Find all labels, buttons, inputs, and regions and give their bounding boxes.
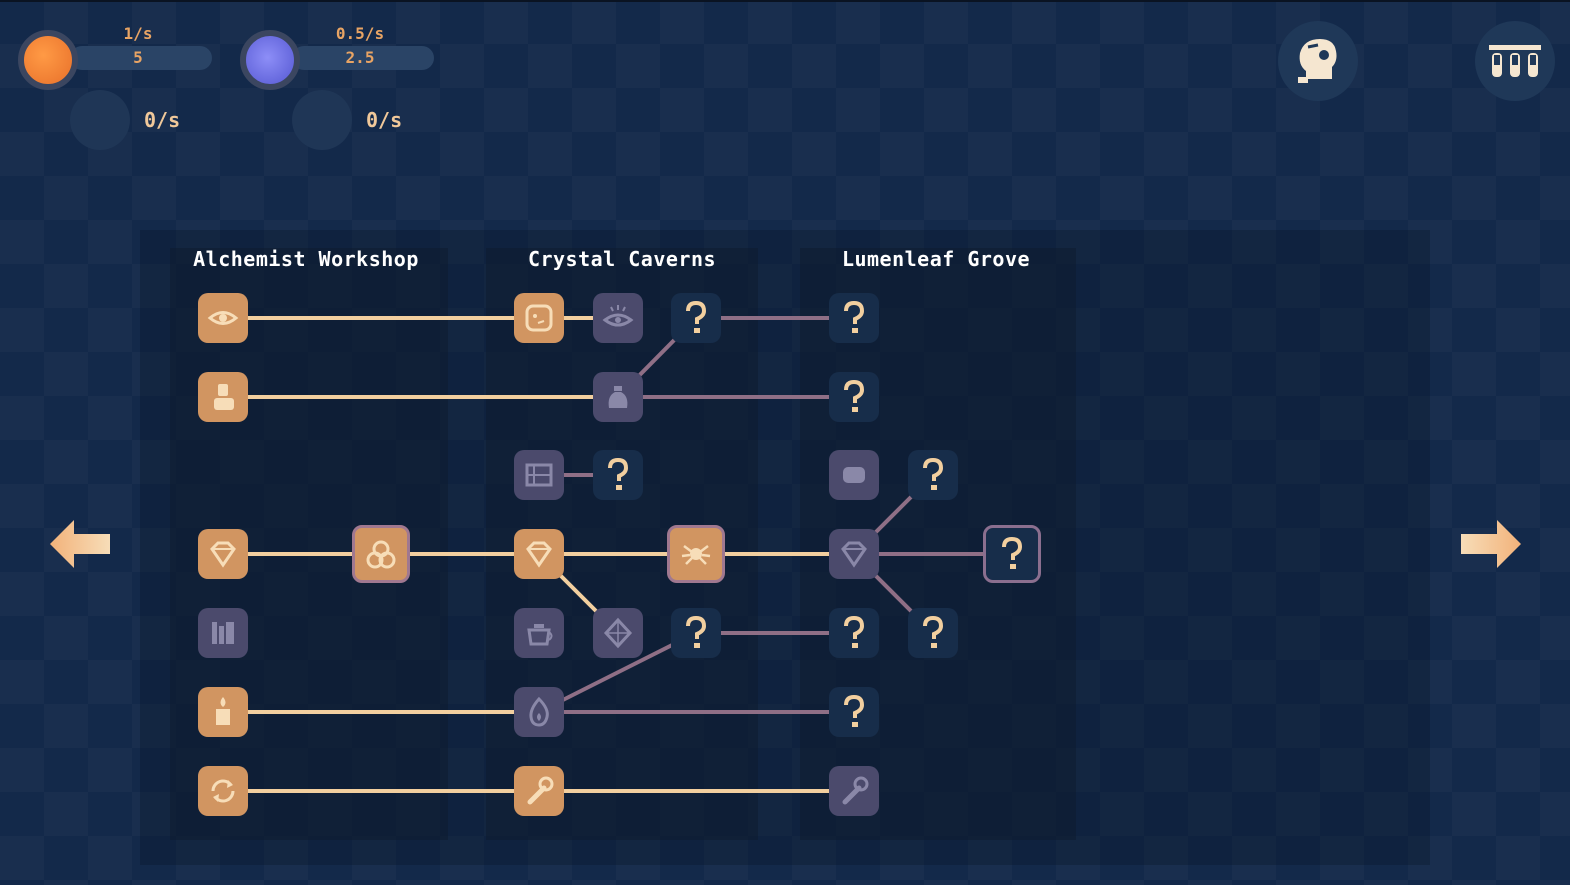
purple-orb-icon [240, 30, 300, 90]
alchemist-button[interactable] [1278, 21, 1358, 101]
arrow-left-icon [50, 520, 110, 568]
node-eye[interactable] [198, 293, 248, 343]
node-face[interactable] [514, 293, 564, 343]
node-ore[interactable] [352, 525, 410, 583]
node-mortar[interactable] [198, 372, 248, 422]
column-title-caverns: Crystal Caverns [527, 247, 717, 271]
empty-resource-rate: 0/s [144, 108, 181, 132]
wrench-icon [842, 776, 869, 805]
test-tubes-button[interactable] [1475, 21, 1555, 101]
column-title-workshop: Alchemist Workshop [193, 247, 419, 271]
node-rune[interactable] [593, 608, 643, 658]
question-mark-icon [844, 300, 865, 333]
resource-rate: 0.5/s [335, 24, 385, 43]
resource-bar [70, 46, 212, 70]
node-unknown[interactable] [983, 525, 1041, 583]
prev-page-button[interactable] [50, 520, 112, 568]
node-unknown[interactable] [908, 608, 958, 658]
question-mark-icon [923, 615, 944, 648]
test-tubes-icon [1489, 45, 1541, 77]
question-mark-icon [844, 379, 865, 412]
node-unknown[interactable] [908, 450, 958, 500]
resource-bar [292, 46, 434, 70]
gem-icon [841, 541, 867, 568]
node-flame[interactable] [514, 687, 564, 737]
eye-icon [207, 311, 239, 325]
resource-amount: 2.5 [345, 48, 375, 67]
node-kettle[interactable] [514, 608, 564, 658]
node-all-seeing-eye[interactable] [593, 293, 643, 343]
node-spider[interactable] [667, 525, 725, 583]
node-gem[interactable] [198, 529, 248, 579]
question-mark-icon [923, 457, 944, 490]
empty-orb-icon [292, 90, 352, 150]
bookshelf-icon [212, 622, 234, 644]
node-stone[interactable] [829, 450, 879, 500]
empty-orb-icon [70, 90, 130, 150]
node-unknown[interactable] [829, 293, 879, 343]
gem-icon [210, 541, 236, 568]
crystal-icon [526, 541, 552, 568]
node-candle[interactable] [198, 687, 248, 737]
connection-line [538, 631, 697, 714]
question-mark-icon [608, 457, 629, 490]
candle-icon [216, 697, 230, 725]
top-border [0, 0, 1570, 2]
question-mark-icon [686, 300, 707, 333]
column-title-grove: Lumenleaf Grove [841, 247, 1031, 271]
question-mark-icon [844, 694, 865, 727]
node-wrench[interactable] [514, 766, 564, 816]
blueprint-icon [525, 463, 553, 487]
arrow-right-icon [1461, 520, 1521, 568]
node-grove-wrench[interactable] [829, 766, 879, 816]
question-mark-icon [686, 615, 707, 648]
node-blueprint[interactable] [514, 450, 564, 500]
rune-diamond-icon [603, 617, 633, 649]
spider-icon [681, 545, 711, 565]
orange-orb-icon [18, 30, 78, 90]
question-mark-icon [844, 615, 865, 648]
eye-rays-icon [602, 305, 634, 327]
cycle-arrows-icon [211, 779, 235, 803]
node-crystal[interactable] [514, 529, 564, 579]
node-money-bag[interactable] [593, 372, 643, 422]
node-books[interactable] [198, 608, 248, 658]
node-unknown[interactable] [829, 608, 879, 658]
node-unknown[interactable] [829, 687, 879, 737]
flame-icon [529, 696, 549, 727]
next-page-button[interactable] [1459, 520, 1521, 568]
mortar-pestle-icon [214, 384, 234, 410]
question-mark-icon [1002, 536, 1023, 569]
node-grove-gem[interactable] [829, 529, 879, 579]
stone-slab-icon [843, 467, 865, 483]
stone-face-icon [525, 304, 553, 332]
node-cycle[interactable] [198, 766, 248, 816]
resource-amount: 5 [133, 48, 143, 67]
money-bag-icon [608, 386, 628, 408]
wrench-icon [527, 776, 554, 805]
node-unknown[interactable] [671, 608, 721, 658]
ore-pile-icon [366, 540, 396, 569]
node-unknown[interactable] [671, 293, 721, 343]
node-unknown[interactable] [593, 450, 643, 500]
empty-resource-rate: 0/s [366, 108, 403, 132]
node-unknown[interactable] [829, 372, 879, 422]
resource-rate: 1/s [123, 24, 153, 43]
alchemist-head-icon [1298, 39, 1337, 83]
kettle-icon [527, 624, 553, 646]
